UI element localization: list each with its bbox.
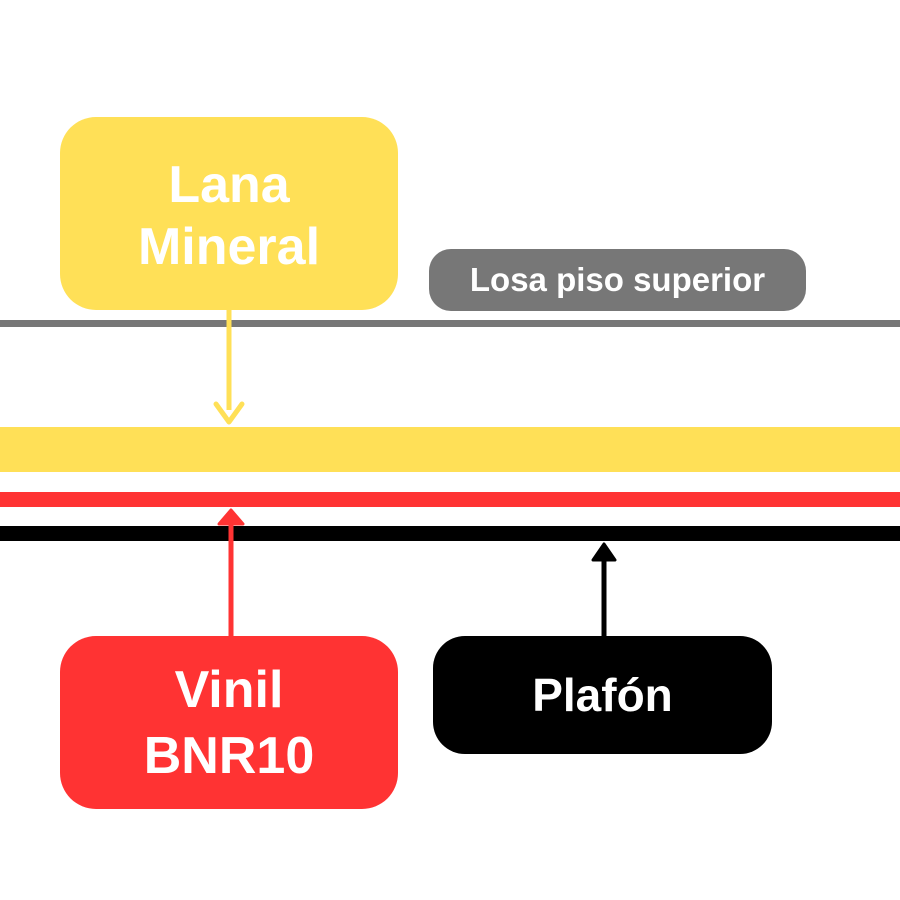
ceiling-label-text: Plafón [532, 669, 673, 721]
upper-floor-slab-label-text: Losa piso superior [469, 261, 766, 298]
mineral-wool-label: Lana Mineral [60, 117, 398, 310]
mineral-wool-arrow-head [213, 401, 245, 425]
vinyl-label-line2: BNR10 [143, 726, 315, 785]
mineral-wool-layer [0, 427, 900, 472]
vinyl-label-line1: Vinil [174, 660, 284, 719]
upper-floor-slab-label: Losa piso superior [429, 249, 806, 311]
upper-floor-slab-line [0, 320, 900, 327]
vinyl-layer [0, 492, 900, 507]
vinyl-arrow-head [217, 508, 245, 526]
mineral-wool-label-line2: Mineral [137, 217, 321, 276]
ceiling-arrow-head [591, 542, 617, 562]
mineral-wool-label-line1: Lana [168, 155, 290, 214]
ceiling-label: Plafón [433, 636, 772, 754]
vinyl-label: Vinil BNR10 [60, 636, 398, 809]
ceiling-layer [0, 526, 900, 541]
